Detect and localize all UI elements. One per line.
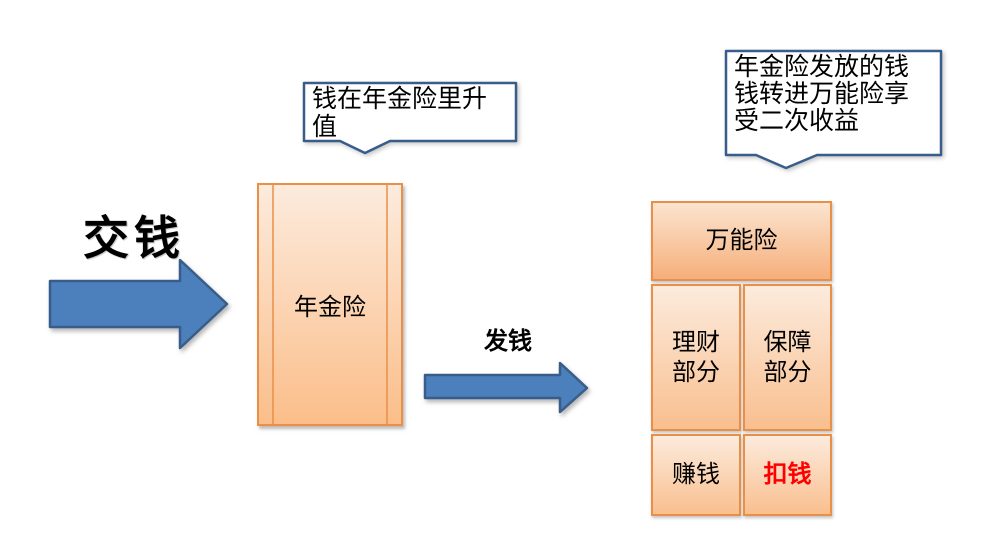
annuity-insurance-box: 年金险 xyxy=(257,183,403,426)
pay-money-label: 交钱 xyxy=(83,212,185,264)
arrow-right-icon xyxy=(423,361,589,414)
callout-appreciate-bubble xyxy=(302,81,518,155)
callout-transfer-text: 年金险发放的钱 钱转进万能险享 受二次收益 xyxy=(734,53,910,135)
universal-header-cell: 万能险 xyxy=(651,201,832,281)
finance-part-cell: 理财 部分 xyxy=(651,284,741,431)
distribute-money-label: 发钱 xyxy=(484,328,532,355)
box-inner-line-right xyxy=(386,185,388,424)
deduct-money-cell: 扣钱 xyxy=(743,434,832,516)
arrow-right-icon xyxy=(48,258,229,350)
box-inner-line-left xyxy=(272,185,274,424)
annuity-box-label: 年金险 xyxy=(294,294,366,321)
protection-part-cell: 保障 部分 xyxy=(743,284,832,431)
universal-insurance-table: 万能险 理财 部分 保障 部分 赚钱 扣钱 xyxy=(651,201,832,516)
earn-money-cell: 赚钱 xyxy=(651,434,741,516)
callout-appreciate-text: 钱在年金险里升 值 xyxy=(312,85,488,141)
callout-transfer-bubble xyxy=(724,49,943,170)
